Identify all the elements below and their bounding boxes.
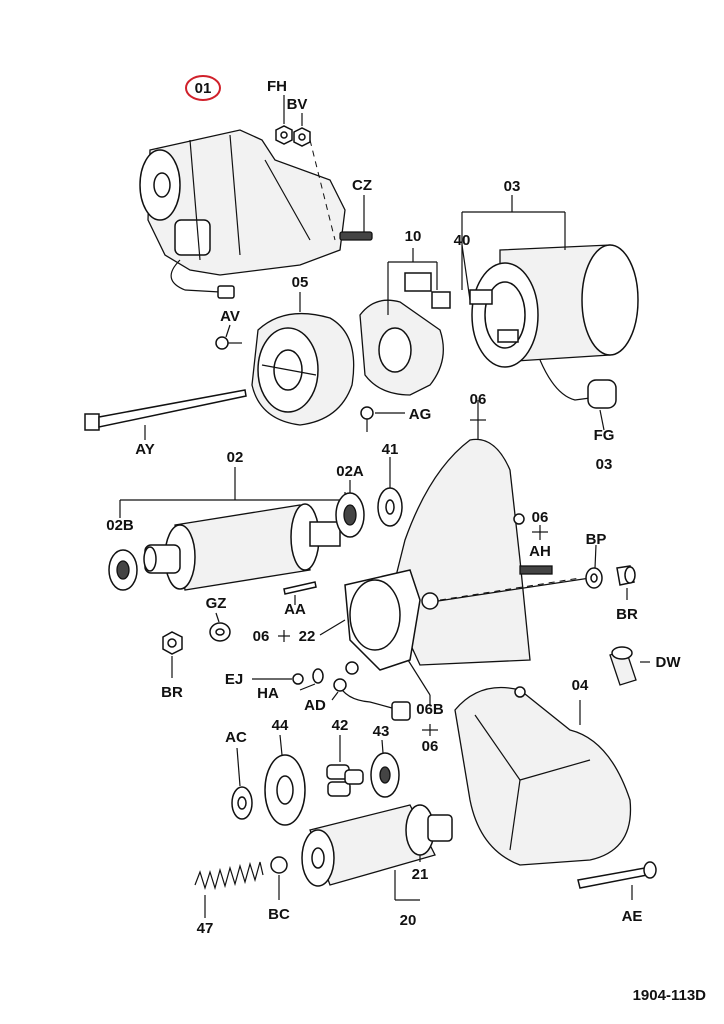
label-06-mid: 06 <box>532 509 549 526</box>
nut-br-left <box>162 631 183 678</box>
label-22: 22 <box>299 628 316 645</box>
end-cover <box>251 292 355 426</box>
label-bp: BP <box>586 531 607 548</box>
yoke-housing <box>461 195 639 431</box>
label-cz: CZ <box>352 177 372 194</box>
label-06-top: 06 <box>470 391 487 408</box>
label-ay: AY <box>135 441 154 458</box>
nut-fh <box>275 95 293 145</box>
label-40: 40 <box>454 232 471 249</box>
label-ha: HA <box>257 685 279 702</box>
armature <box>119 467 346 591</box>
label-aa: AA <box>284 601 306 618</box>
label-dw: DW <box>656 654 682 671</box>
label-fg-03: 03 <box>596 456 613 473</box>
washer-41 <box>377 457 403 527</box>
label-04: 04 <box>572 677 589 694</box>
label-20: 20 <box>400 912 417 929</box>
label-ag: AG <box>409 406 432 423</box>
callout-labels: 01 FH BV CZ 03 40 10 05 AV AG AY FG 03 0… <box>106 78 681 937</box>
label-43: 43 <box>373 723 390 740</box>
nut-bp <box>585 544 603 589</box>
ball-bc <box>270 856 288 900</box>
dust-cap-dw <box>609 646 650 686</box>
label-ae: AE <box>622 908 643 925</box>
label-02b: 02B <box>106 517 134 534</box>
label-av: AV <box>220 308 240 325</box>
bolt-av <box>215 324 242 350</box>
highlight-ring <box>185 75 221 101</box>
clutch-43 <box>370 739 400 798</box>
label-06-22: 06 <box>253 628 270 645</box>
drawing-reference: 1904-113D <box>633 987 707 1004</box>
label-10: 10 <box>405 228 422 245</box>
intermediate-housing-04 <box>454 686 632 866</box>
label-06-bottom: 06 <box>422 738 439 755</box>
label-47: 47 <box>197 920 214 937</box>
label-05: 05 <box>292 274 309 291</box>
drive-pinion <box>301 804 453 901</box>
label-br-right: BR <box>616 606 638 623</box>
bearing-02a <box>335 480 365 538</box>
label-fg: FG <box>594 427 615 444</box>
bearing-02b <box>108 549 138 591</box>
label-02a: 02A <box>336 463 364 480</box>
label-fh: FH <box>267 78 287 95</box>
label-ac: AC <box>225 729 247 746</box>
screw-ej <box>252 673 304 685</box>
pin-aa <box>283 581 317 605</box>
label-21: 21 <box>412 866 429 883</box>
brush-holder <box>359 248 451 396</box>
label-ah: AH <box>529 543 551 560</box>
washer-gz <box>209 612 231 642</box>
washer-bv <box>293 113 311 147</box>
label-02: 02 <box>227 449 244 466</box>
bolt-ae <box>577 861 657 900</box>
drive-end-frame <box>344 400 591 671</box>
label-bc: BC <box>268 906 290 923</box>
washer-ha <box>299 668 324 691</box>
screw-ag <box>360 406 405 432</box>
label-gz: GZ <box>206 595 227 612</box>
label-06b: 06B <box>416 701 444 718</box>
label-01: 01 <box>195 80 212 97</box>
label-42: 42 <box>332 717 349 734</box>
label-bv: BV <box>287 96 308 113</box>
label-03: 03 <box>504 178 521 195</box>
through-bolt-ay <box>84 389 247 440</box>
cable-ad <box>331 661 411 721</box>
label-41: 41 <box>382 441 399 458</box>
washer-ac <box>231 747 253 820</box>
starter-assembly <box>139 129 373 299</box>
gear-44 <box>264 734 306 826</box>
spring-47 <box>194 861 264 918</box>
label-ej: EJ <box>225 671 243 688</box>
rollers-42 <box>326 735 364 797</box>
label-44: 44 <box>272 717 289 734</box>
nut-br-right <box>616 565 636 600</box>
label-ad: AD <box>304 697 326 714</box>
label-br-left: BR <box>161 684 183 701</box>
